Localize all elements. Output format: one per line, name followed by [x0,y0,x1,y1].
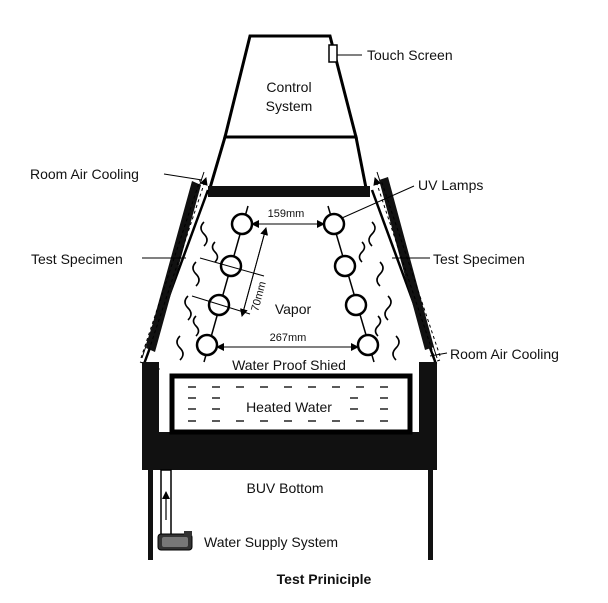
top-bar [208,186,370,197]
uv-lamps-left [195,212,254,357]
uv-lamps-right [322,212,380,357]
base-structure [142,362,437,470]
uv-lamp [344,293,368,317]
diagram-caption: Test Priniciple [277,571,372,587]
control-system-label-line2: System [266,98,313,114]
uv-lamp [333,254,357,278]
uv-lamp [230,212,254,236]
water-supply-system-label: Water Supply System [204,534,338,550]
water-tank [169,373,413,435]
test-specimen-left-panel [146,181,201,352]
uv-lamp [195,333,219,357]
vapor-label: Vapor [275,301,312,317]
heated-water-label: Heated Water [246,399,332,415]
water-proof-shield-label: Water Proof Shied [232,357,346,373]
leader-lines [142,54,448,357]
dimension-vertical-label: 70mm [249,280,269,313]
water-pump-icon [157,531,193,551]
vapor-waves [176,221,400,361]
legs [148,470,433,560]
uv-lamp [219,254,243,278]
uv-lamp [322,212,346,236]
touch-screen-device[interactable] [328,44,338,63]
uv-lamp [356,333,380,357]
uv-lamp [207,293,231,317]
uv-lamps-label: UV Lamps [418,177,483,193]
hood-section [207,135,368,190]
water-dashes [188,386,388,422]
test-specimen-right-label: Test Specimen [433,251,525,267]
test-specimen-right-panel [379,177,434,350]
control-system-label-line1: Control [266,79,311,95]
room-air-cooling-right-label: Room Air Cooling [450,346,559,362]
water-supply-pipe [160,469,172,541]
touch-screen-label: Touch Screen [367,47,453,63]
dimension-vertical [191,227,269,317]
buv-bottom-label: BUV Bottom [246,480,323,496]
dimension-bottom-label: 267mm [270,332,307,344]
room-air-cooling-left-label: Room Air Cooling [30,166,139,182]
test-specimen-left-label: Test Specimen [31,251,123,267]
dimension-top-label: 159mm [268,208,305,220]
